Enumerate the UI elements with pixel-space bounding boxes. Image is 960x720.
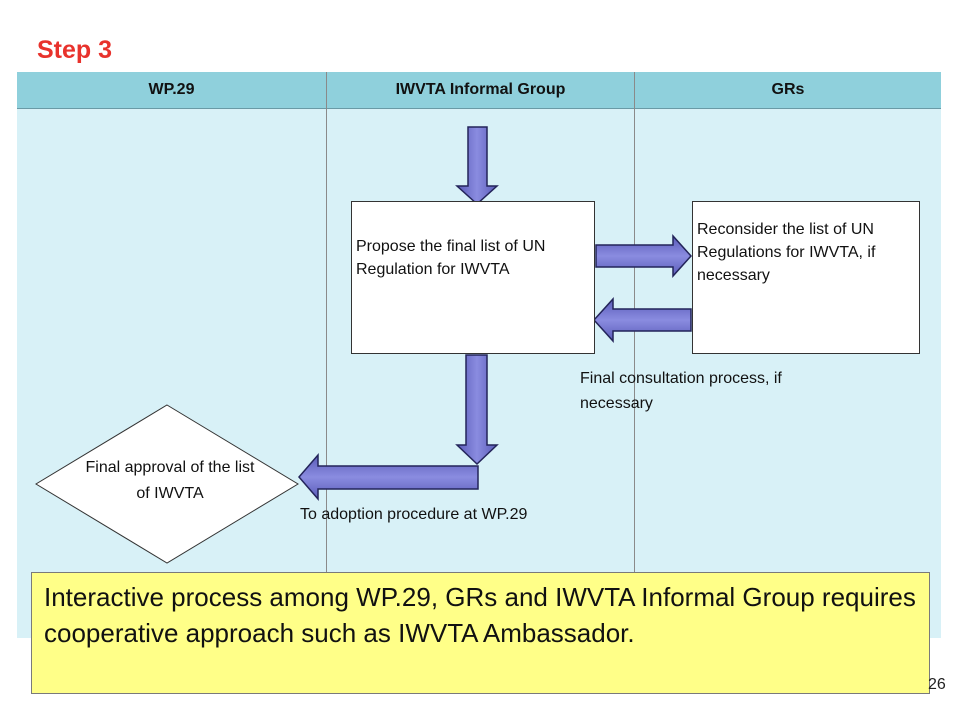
reconsider-list-box: Reconsider the list of UN Regulations fo…	[692, 201, 920, 354]
lane-grs: GRs	[635, 72, 941, 638]
summary-note: Interactive process among WP.29, GRs and…	[31, 572, 930, 694]
left-arrow-from-grs	[592, 297, 692, 343]
final-approval-diamond	[35, 404, 299, 564]
lane-header-iwvta: IWVTA Informal Group	[327, 72, 634, 109]
lane-header-grs: GRs	[635, 72, 941, 109]
left-arrow-to-approval	[298, 452, 479, 502]
adoption-procedure-label: To adoption procedure at WP.29	[300, 506, 528, 523]
final-approval-text: Final approval of the list of IWVTA	[85, 459, 255, 502]
lane-header-wp29: WP.29	[17, 72, 326, 109]
page-number: 26	[928, 676, 946, 693]
propose-final-list-text: Propose the final list of UN Regulation …	[356, 238, 546, 278]
lane-body-grs	[635, 109, 941, 638]
down-left-arrow-to-wp29	[455, 354, 499, 466]
right-arrow-to-grs	[595, 234, 693, 278]
lane-divider	[326, 72, 327, 638]
step-title: Step 3	[37, 36, 113, 64]
down-arrow-top	[455, 126, 499, 206]
reconsider-list-text: Reconsider the list of UN Regulations fo…	[697, 221, 876, 284]
lane-divider	[634, 72, 635, 638]
final-consultation-label: Final consultation process, if necessary	[580, 370, 782, 412]
propose-final-list-box: Propose the final list of UN Regulation …	[351, 201, 595, 354]
summary-note-text: Interactive process among WP.29, GRs and…	[44, 582, 916, 648]
